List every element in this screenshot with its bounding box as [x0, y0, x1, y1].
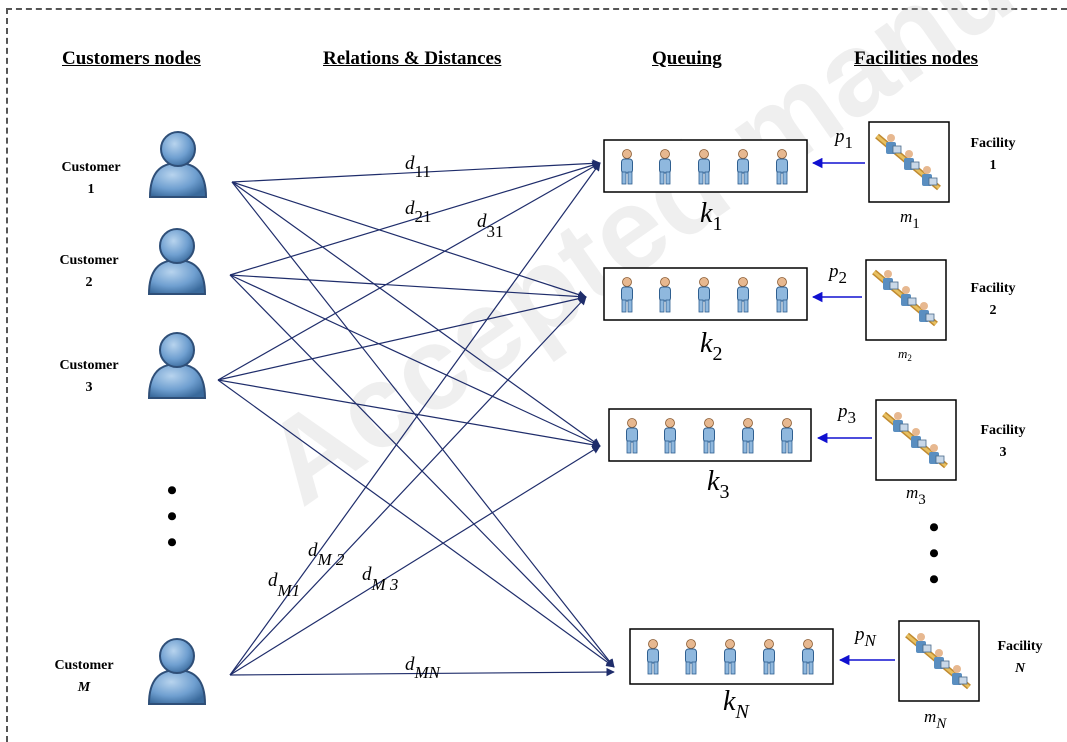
header-relations-distances: Relations & Distances [323, 48, 502, 69]
server-label-mn: mN [924, 707, 947, 732]
server-label-m2: m2 [898, 346, 912, 363]
customer-icon [148, 332, 206, 399]
edge [217, 294, 587, 381]
edge [231, 181, 587, 299]
customer-label-3: Customer 3 [44, 355, 134, 399]
prob-label-pn: pN [853, 624, 878, 650]
facility-box-2 [865, 259, 947, 341]
customer-word: Customer [61, 160, 121, 175]
facility-label-n: Facility N [985, 636, 1055, 680]
edge [217, 379, 601, 449]
queue-label-k2: k2 [700, 328, 722, 365]
relation-edges [217, 159, 615, 677]
header-customers-nodes: Customers nodes [62, 48, 201, 69]
facility-word: Facility [970, 136, 1016, 151]
customer-word: Customer [59, 253, 119, 268]
customer-label-2: Customer 2 [44, 250, 134, 294]
edge [229, 296, 587, 676]
customer-icon [148, 638, 206, 705]
queue-box-n [629, 628, 834, 685]
edge [231, 181, 601, 447]
queue-box-3 [608, 408, 812, 462]
header-queuing: Queuing [652, 48, 722, 69]
queue-box-2 [603, 267, 808, 321]
server-label-m3: m3 [906, 483, 926, 508]
edge [217, 162, 601, 381]
customer-index: 2 [85, 275, 93, 290]
facility-label-2: Facility 2 [958, 278, 1028, 322]
facility-label-1: Facility 1 [958, 133, 1028, 177]
facility-index: N [1014, 661, 1026, 676]
edge [229, 667, 615, 677]
dashed-frame-top [6, 8, 1067, 10]
customer-index: 3 [85, 380, 93, 395]
customer-label-m: Customer M [39, 655, 129, 699]
server-label-m1: m1 [900, 207, 920, 232]
queue-box-1 [603, 139, 808, 193]
customer-word: Customer [59, 358, 119, 373]
customer-word: Customer [54, 658, 114, 673]
edge [231, 181, 615, 668]
header-facilities-nodes: Facilities nodes [854, 48, 979, 69]
facility-ellipsis: ••• [928, 511, 940, 596]
prob-label-p3: p3 [836, 401, 856, 427]
edge [229, 274, 587, 301]
customer-icon [149, 131, 207, 198]
customer-icon [148, 228, 206, 295]
customer-label-1: Customer 1 [46, 157, 136, 201]
distance-label-dm1: dM1 [268, 570, 300, 600]
facility-index: 3 [999, 445, 1007, 460]
customer-ellipsis: ••• [166, 474, 178, 559]
facility-word: Facility [997, 639, 1043, 654]
queue-label-k3: k3 [707, 466, 729, 503]
facility-index: 1 [989, 158, 997, 173]
queue-label-k1: k1 [700, 198, 722, 235]
distance-label-dm2: dM 2 [308, 540, 345, 569]
prob-label-p1: p1 [833, 126, 853, 152]
customer-index: M [77, 680, 91, 695]
edge [217, 379, 615, 668]
edge [229, 161, 601, 276]
customer-index: 1 [87, 182, 95, 197]
edge [229, 162, 601, 676]
dashed-frame-left [6, 8, 8, 742]
prob-label-p2: p2 [827, 261, 847, 287]
facility-word: Facility [980, 423, 1026, 438]
facility-box-n [898, 620, 980, 702]
queue-label-kn: kN [723, 686, 750, 723]
service-arrows [811, 157, 895, 666]
distance-label-d31: d31 [477, 211, 504, 241]
distance-label-d11: d11 [405, 153, 431, 181]
distance-label-dm3: dM 3 [362, 564, 398, 594]
distance-label-dmn: dMN [405, 654, 442, 682]
edge [229, 274, 601, 447]
facility-word: Facility [970, 281, 1016, 296]
distance-label-d21: d21 [405, 198, 432, 226]
edge [229, 445, 601, 676]
facility-box-3 [875, 399, 957, 481]
facility-box-1 [868, 121, 950, 203]
facility-label-3: Facility 3 [968, 420, 1038, 464]
facility-index: 2 [989, 303, 997, 318]
edge [231, 159, 601, 183]
